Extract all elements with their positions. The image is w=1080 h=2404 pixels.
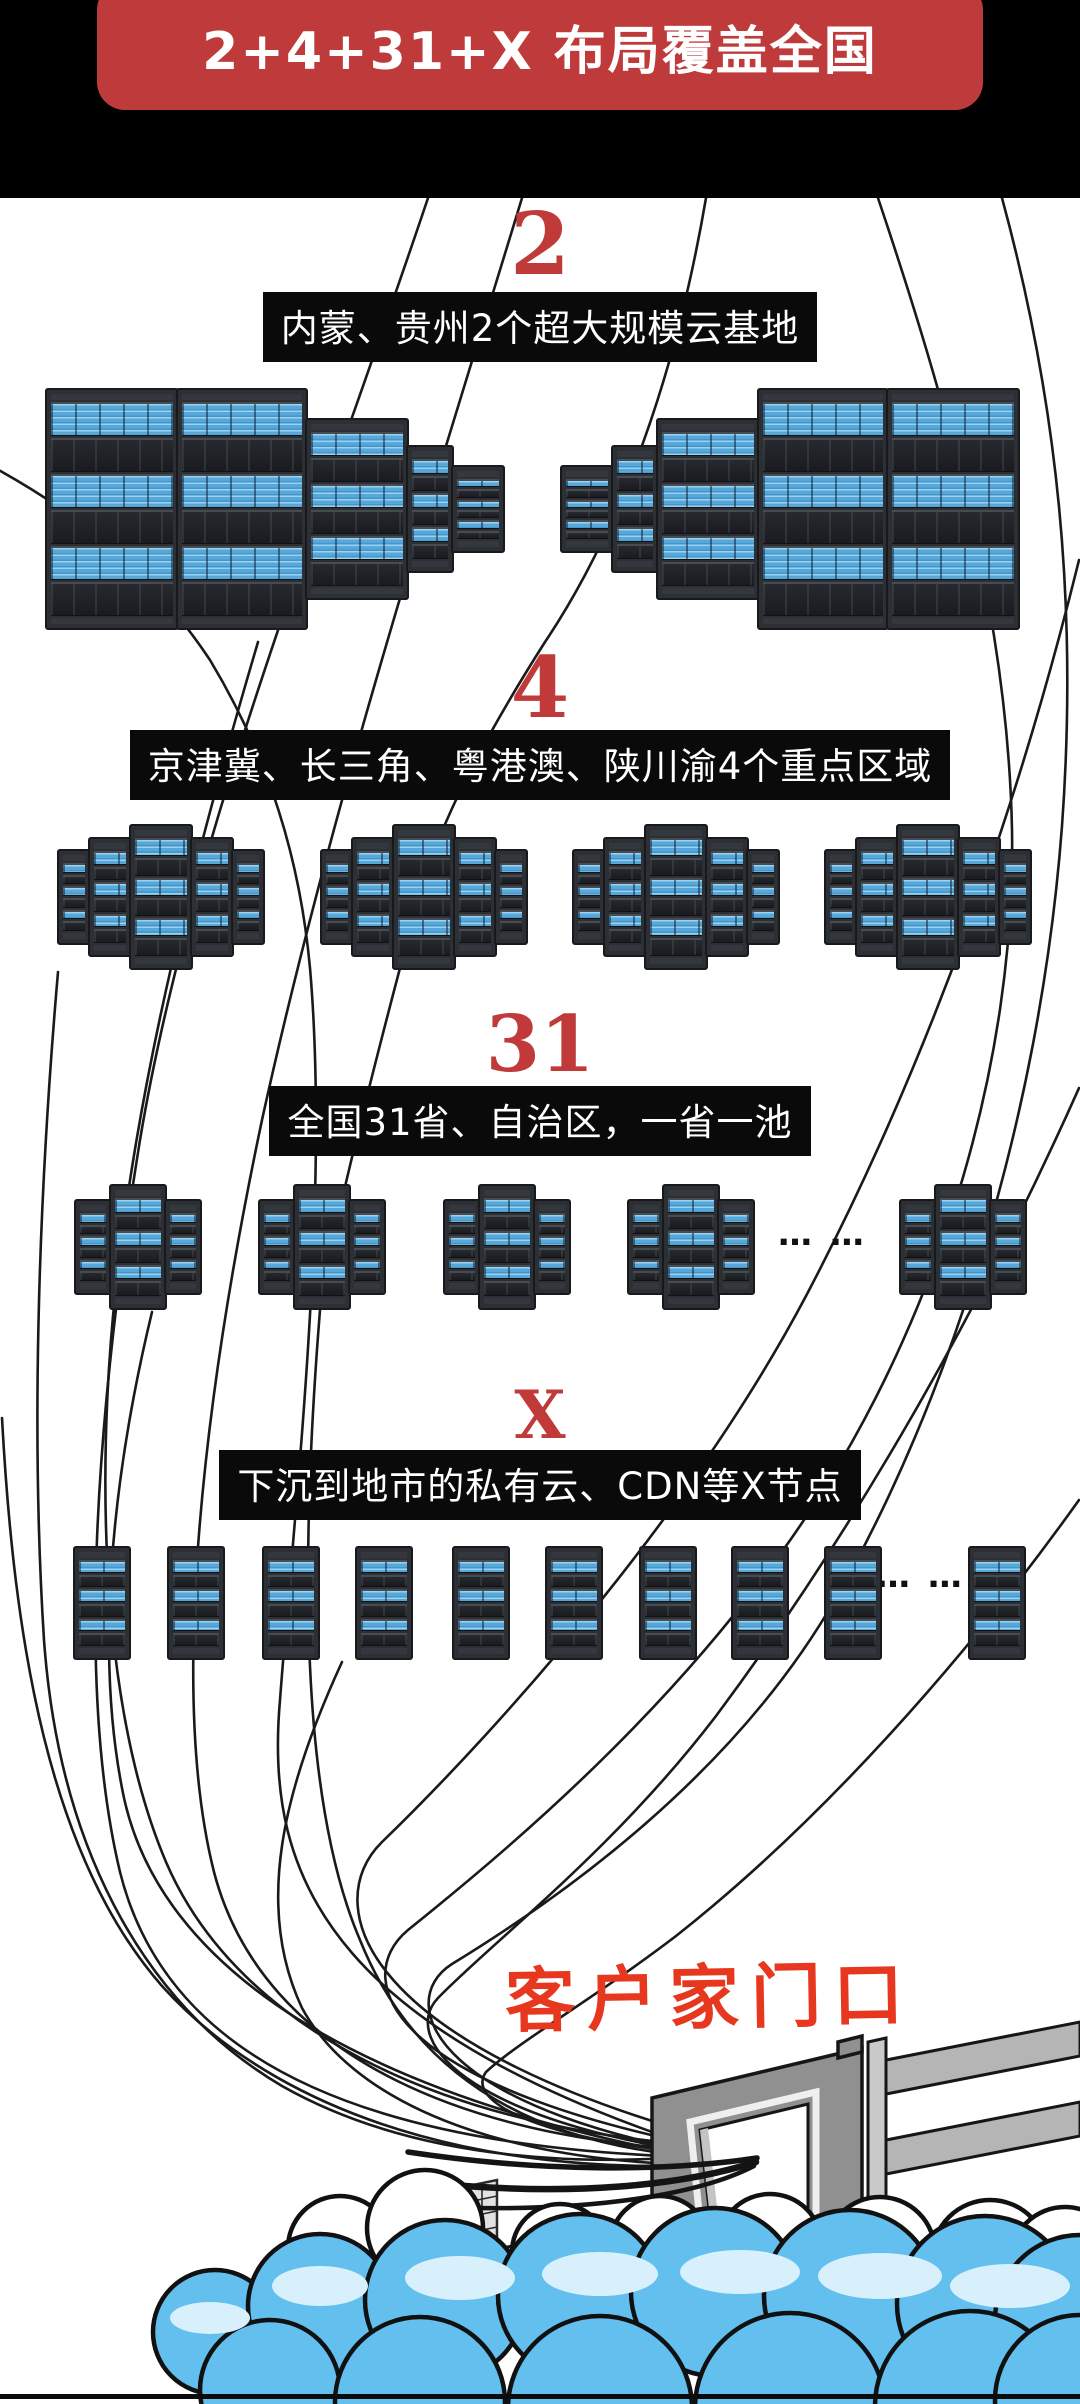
server-rack — [533, 1199, 571, 1295]
tier4-rack-2 — [167, 1546, 225, 1660]
tier4-rack-7 — [639, 1546, 697, 1660]
server-rack — [656, 418, 760, 600]
tier4-rack-6 — [545, 1546, 603, 1660]
tier4-rack-4 — [355, 1546, 413, 1660]
tier3-cluster-1 — [74, 1182, 202, 1312]
tier3-cluster-2 — [258, 1182, 386, 1312]
header-band: 2+4+31+X 布局覆盖全国 — [0, 0, 1080, 198]
section-x-label-bar: 下沉到地市的私有云、CDN等X节点 — [0, 1450, 1080, 1520]
server-rack — [603, 837, 647, 957]
server-rack — [88, 837, 132, 957]
tier4-rack-9 — [824, 1546, 882, 1660]
server-rack — [824, 1546, 882, 1660]
server-rack — [934, 1184, 992, 1310]
section-2-label-bar: 内蒙、贵州2个超大规模云基地 — [0, 292, 1080, 362]
server-rack — [452, 1546, 510, 1660]
server-rack — [231, 849, 265, 945]
page-title: 2+4+31+X 布局覆盖全国 — [202, 22, 878, 82]
server-rack — [74, 1199, 112, 1295]
server-rack — [899, 1199, 937, 1295]
tier4-rack-3 — [262, 1546, 320, 1660]
server-rack — [560, 465, 614, 553]
cloud — [150, 2167, 1080, 2404]
server-rack — [320, 849, 354, 945]
tier1-cluster-left — [45, 376, 505, 642]
server-rack — [824, 849, 858, 945]
server-rack — [989, 1199, 1027, 1295]
server-rack — [855, 837, 899, 957]
section-31-label-bar: 全国31省、自治区，一省一池 — [0, 1086, 1080, 1156]
section-2-label: 内蒙、贵州2个超大规模云基地 — [262, 292, 818, 362]
server-rack — [57, 849, 91, 945]
server-rack — [129, 824, 193, 970]
server-rack — [717, 1199, 755, 1295]
section-x-label: 下沉到地市的私有云、CDN等X节点 — [219, 1450, 861, 1520]
server-rack — [731, 1546, 789, 1660]
server-rack — [957, 837, 1001, 957]
tier4-rack-1 — [73, 1546, 131, 1660]
title-banner: 2+4+31+X 布局覆盖全国 — [97, 0, 983, 110]
server-rack — [190, 837, 234, 957]
server-rack — [167, 1546, 225, 1660]
server-rack — [998, 849, 1032, 945]
section-31-number: 31 — [485, 999, 595, 1090]
server-rack — [355, 1546, 413, 1660]
server-rack — [611, 445, 659, 573]
footer-caption: 客户家门口 — [504, 1953, 916, 2043]
tier3-cluster-3 — [443, 1182, 571, 1312]
server-rack — [478, 1184, 536, 1310]
section-4-label: 京津冀、长三角、粤港澳、陕川渝4个重点区域 — [129, 730, 951, 800]
tier3-cluster-4 — [627, 1182, 755, 1312]
server-rack — [451, 465, 505, 553]
tier4-rack-8 — [731, 1546, 789, 1660]
server-rack — [757, 388, 889, 630]
server-rack — [348, 1199, 386, 1295]
server-rack — [896, 824, 960, 970]
section-x-number: X — [514, 1376, 566, 1454]
tier4-rack-10 — [968, 1546, 1026, 1660]
server-rack — [886, 388, 1020, 630]
tier3-cluster-5 — [899, 1182, 1027, 1312]
server-rack — [453, 837, 497, 957]
server-rack — [73, 1546, 131, 1660]
server-rack — [258, 1199, 296, 1295]
section-4-label-bar: 京津冀、长三角、粤港澳、陕川渝4个重点区域 — [0, 730, 1080, 800]
server-rack — [572, 849, 606, 945]
server-rack — [293, 1184, 351, 1310]
server-rack — [45, 388, 179, 630]
server-rack — [176, 388, 308, 630]
server-rack — [705, 837, 749, 957]
tier2-cluster-3 — [572, 822, 780, 972]
server-rack — [662, 1184, 720, 1310]
server-rack — [164, 1199, 202, 1295]
server-rack — [627, 1199, 665, 1295]
tier2-cluster-4 — [824, 822, 1032, 972]
server-rack — [262, 1546, 320, 1660]
section-2-number: 2 — [510, 194, 570, 295]
ellipsis-provinces: … … — [778, 1214, 867, 1254]
server-rack — [109, 1184, 167, 1310]
server-rack — [494, 849, 528, 945]
tier2-cluster-1 — [57, 822, 265, 972]
server-rack — [639, 1546, 697, 1660]
section-4-number: 4 — [510, 638, 570, 737]
section-31-label: 全国31省、自治区，一省一池 — [269, 1086, 811, 1156]
server-rack — [351, 837, 395, 957]
server-rack — [644, 824, 708, 970]
server-rack — [443, 1199, 481, 1295]
tier4-rack-5 — [452, 1546, 510, 1660]
server-rack — [545, 1546, 603, 1660]
server-rack — [968, 1546, 1026, 1660]
server-rack — [746, 849, 780, 945]
server-rack — [305, 418, 409, 600]
tier2-cluster-2 — [320, 822, 528, 972]
ellipsis-nodes: … … — [876, 1556, 965, 1596]
tier1-cluster-right — [560, 376, 1020, 642]
bottom-border-line — [0, 2394, 1080, 2399]
server-rack — [406, 445, 454, 573]
server-rack — [392, 824, 456, 970]
